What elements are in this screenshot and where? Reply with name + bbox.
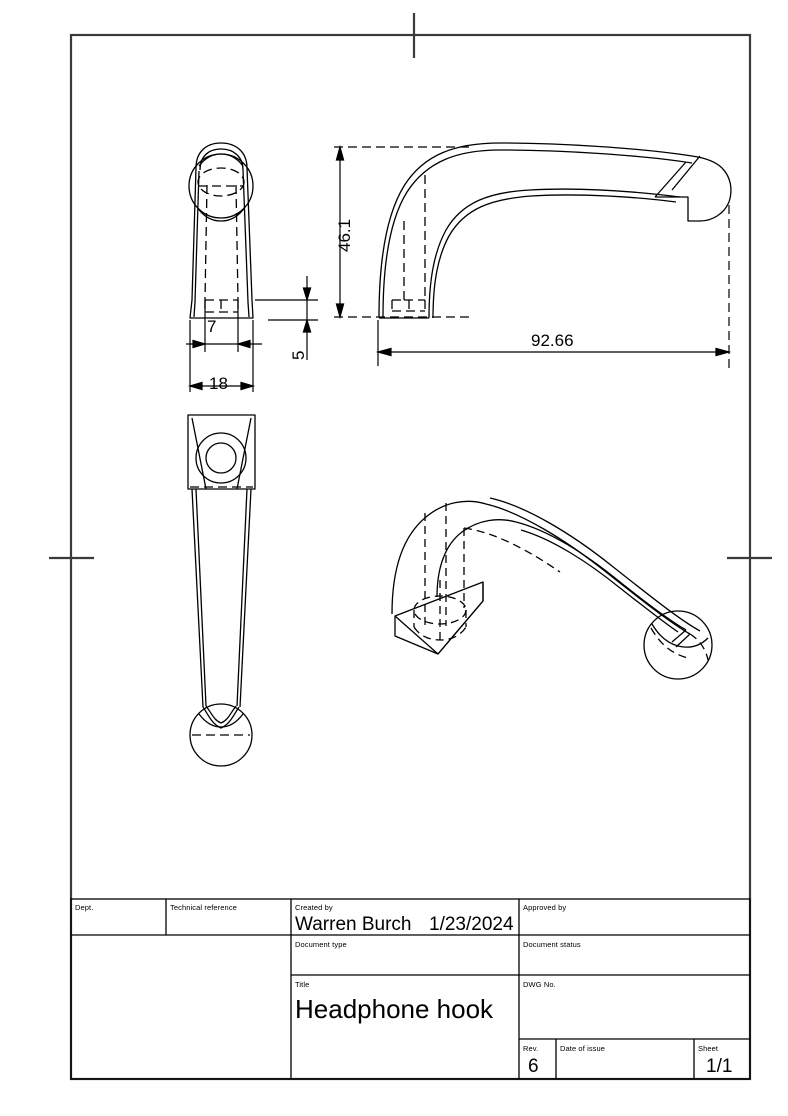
dimension-value-5: 5 [289, 350, 308, 360]
title-block-label-title: Title [295, 980, 310, 989]
title-block-label-document-type: Document type [295, 940, 347, 949]
top-view [187, 414, 256, 767]
centre-marks [49, 13, 772, 560]
dimension-18 [187, 320, 256, 392]
dimension-value-92-66: 92.66 [531, 331, 574, 350]
title-block-value-sheet: 1/1 [706, 1056, 733, 1077]
dimension-value-46-1: 46.1 [335, 218, 354, 252]
title-block-value-created-date: 1/23/2024 [429, 914, 514, 935]
dimension-value-7: 7 [207, 317, 217, 336]
title-block-label-rev: Rev. [523, 1044, 539, 1053]
title-block-grid [70, 898, 751, 1080]
dimension-lines [186, 144, 732, 392]
dimension-46-1 [334, 144, 470, 320]
title-block-label-sheet: Sheet [698, 1044, 719, 1053]
title-block-value-created-by: Warren Burch [295, 914, 412, 935]
dimension-value-18: 18 [209, 374, 228, 393]
title-block-label-document-status: Document status [523, 940, 581, 949]
front-view [188, 142, 254, 319]
dimension-7 [186, 300, 262, 352]
title-block-value-title: Headphone hook [295, 994, 494, 1024]
title-block-label-dept: Dept. [75, 903, 94, 912]
dimension-5 [255, 276, 318, 360]
title-block-value-rev: 6 [528, 1056, 539, 1077]
title-block-label-technical-reference: Technical reference [170, 903, 237, 912]
title-block-label-approved-by: Approved by [523, 903, 567, 912]
title-block-label-date-of-issue: Date of issue [560, 1044, 606, 1053]
title-block-label-dwg-no: DWG No. [523, 980, 556, 989]
dimension-92-66 [375, 205, 732, 368]
side-view [378, 142, 732, 319]
title-block-label-created-by: Created by [295, 903, 333, 912]
isometric-view [391, 497, 713, 680]
